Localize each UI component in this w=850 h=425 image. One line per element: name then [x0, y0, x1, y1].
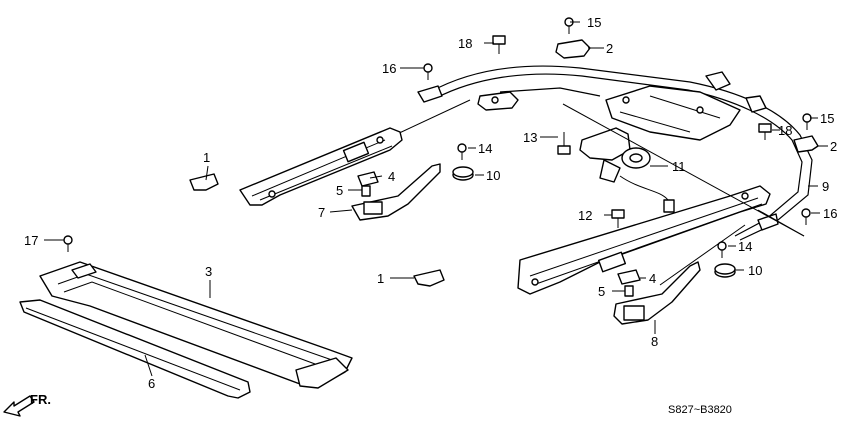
link-assembly-8	[613, 261, 701, 325]
screw-17	[63, 235, 73, 252]
screw-15-top	[564, 17, 574, 34]
callout-6: 6	[148, 376, 155, 391]
bolt-18-right	[758, 123, 772, 140]
clip-2-top	[555, 39, 591, 59]
front-arrow-icon	[3, 395, 35, 417]
callout-18-top: 18	[458, 36, 472, 51]
callout-11: 11	[672, 159, 686, 174]
callout-16-left: 16	[382, 61, 396, 76]
callout-1-left: 1	[203, 150, 210, 165]
part-4-right	[617, 269, 641, 285]
link-assembly-7	[351, 163, 441, 221]
bolt-12	[611, 209, 625, 228]
screw-16-right	[801, 208, 811, 225]
callout-10-right: 10	[748, 263, 762, 278]
grommet-10-left	[452, 166, 474, 181]
left-guide-rail	[239, 127, 403, 206]
drive-cables	[394, 65, 813, 286]
callout-15-top: 15	[587, 15, 601, 30]
seal-strip-6	[19, 299, 251, 399]
callout-5-left: 5	[336, 183, 343, 198]
motor-frame	[605, 71, 767, 141]
clip-2-right	[793, 135, 819, 153]
front-frame-3	[39, 261, 353, 389]
sunroof-motor	[579, 127, 675, 213]
screw-14-left	[457, 143, 467, 160]
callout-4-right: 4	[649, 271, 656, 286]
bracket-16-left	[417, 85, 443, 103]
screw-14-right	[717, 241, 727, 258]
clip-1-left	[189, 173, 219, 191]
callout-7: 7	[318, 205, 325, 220]
front-direction-indicator: FR.	[3, 392, 51, 417]
cable-bracket-left	[477, 91, 519, 111]
diagram-code: S827~B3820	[668, 404, 732, 416]
callout-12: 12	[578, 208, 592, 223]
callout-14-left: 14	[478, 141, 492, 156]
callout-15-right: 15	[820, 111, 834, 126]
callout-2-top: 2	[606, 41, 613, 56]
front-direction-label: FR.	[30, 392, 51, 407]
callout-5-right: 5	[598, 284, 605, 299]
screw-15-right	[802, 113, 812, 130]
callout-9: 9	[822, 179, 829, 194]
screw-16-left	[423, 63, 433, 80]
callout-10-left: 10	[486, 168, 500, 183]
callout-4-left: 4	[388, 169, 395, 184]
callout-8: 8	[651, 334, 658, 349]
spring-5-right	[624, 285, 634, 297]
part-4-left	[357, 171, 379, 187]
callout-17: 17	[24, 233, 38, 248]
spring-5-left	[361, 185, 371, 197]
leader-lines	[44, 21, 828, 377]
grommet-10-right	[714, 263, 736, 278]
bolt-13	[557, 132, 571, 155]
callout-2-right: 2	[830, 139, 837, 154]
callout-16-right: 16	[823, 206, 837, 221]
callout-3: 3	[205, 264, 212, 279]
callout-labels: 15 2 18 16 1 4 5 7 14 10 13 11 9 12 16 1…	[24, 15, 837, 391]
callout-13: 13	[523, 130, 537, 145]
callout-1-center: 1	[377, 271, 384, 286]
callout-14-right: 14	[738, 239, 752, 254]
bolt-18-top	[492, 35, 506, 54]
callout-18-right: 18	[778, 123, 792, 138]
clip-1-center	[413, 269, 445, 287]
